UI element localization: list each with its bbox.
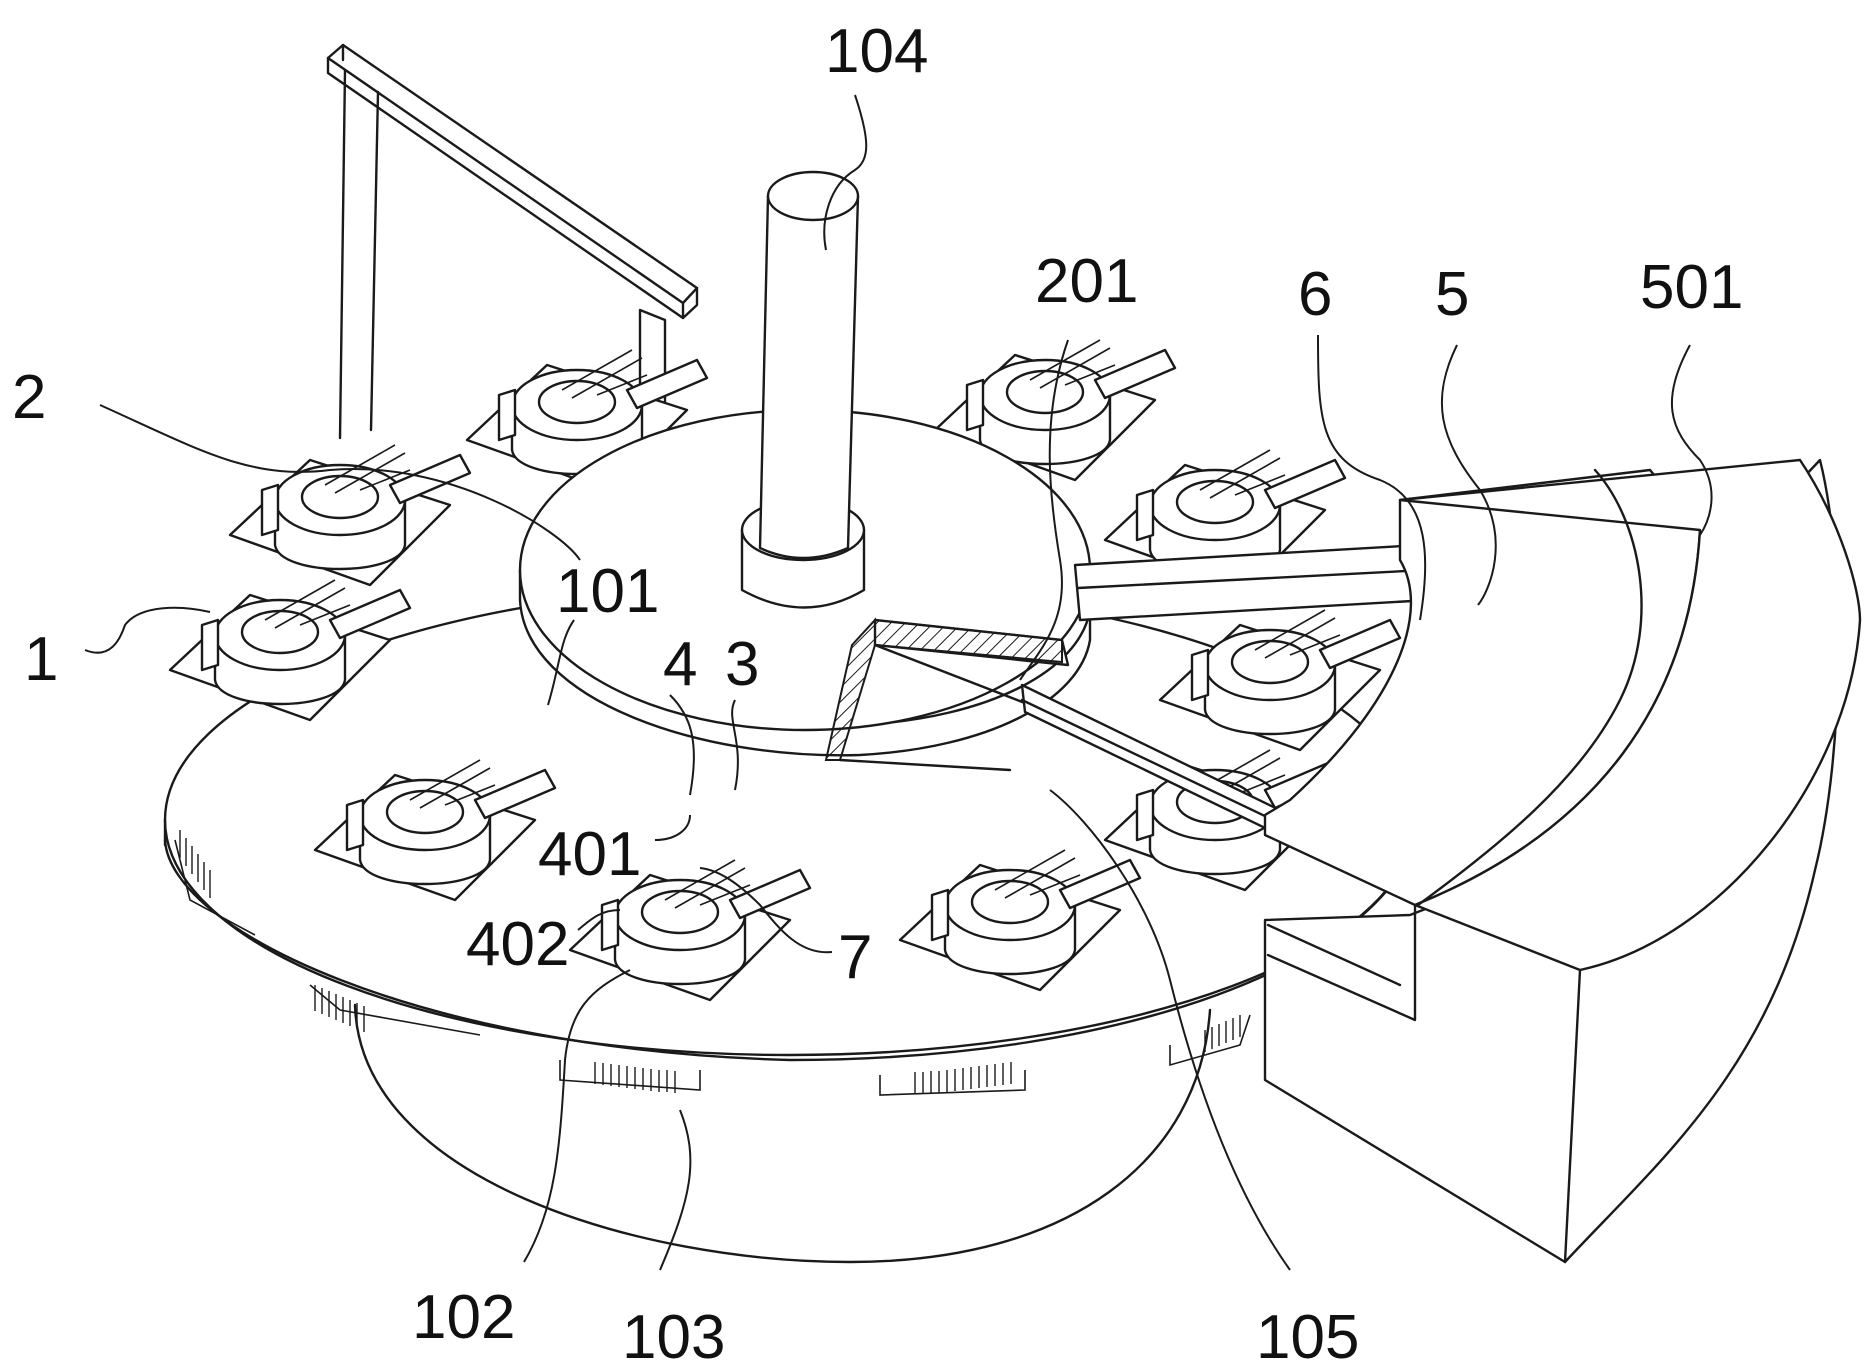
holder-tab	[930, 888, 950, 942]
holder-bore	[1005, 369, 1085, 415]
holder-bore	[1175, 479, 1255, 525]
holder-bore	[240, 609, 320, 655]
leader-103	[659, 1109, 692, 1271]
label-201: 201	[1035, 247, 1138, 316]
label-102: 102	[412, 1283, 515, 1352]
label-101: 101	[556, 557, 659, 626]
actuator-cylinder	[1058, 858, 1142, 910]
leader-5	[1440, 344, 1497, 606]
leader-1	[84, 606, 211, 654]
actuator-cylinder	[473, 768, 557, 820]
leader-3	[731, 699, 739, 791]
clamp-arms	[994, 849, 1081, 899]
leader-102	[523, 969, 631, 1263]
holder-bore	[640, 889, 720, 935]
leader-7	[699, 867, 833, 954]
leader-4	[669, 694, 695, 796]
label-501: 501	[1640, 253, 1743, 322]
reference-labels: 104 2 201 6 5 501 1 101 4 3 401 402 7 10…	[12, 17, 1743, 1365]
station	[898, 849, 1142, 992]
label-402: 402	[466, 910, 569, 979]
leader-501	[1670, 344, 1713, 536]
holder-tab	[345, 798, 365, 852]
leader-201	[1019, 339, 1069, 681]
holder-tab	[260, 483, 280, 537]
leader-105	[1049, 789, 1291, 1271]
leader-402	[577, 909, 621, 931]
label-6: 6	[1298, 260, 1332, 329]
holder-tab	[1135, 788, 1155, 842]
leader-6	[1317, 334, 1427, 621]
label-401: 401	[538, 820, 641, 889]
actuator-cylinder	[1093, 348, 1177, 400]
actuator-cylinder	[328, 588, 412, 640]
clamp-arms	[264, 579, 351, 629]
gear-segments	[174, 830, 1251, 1096]
clamp-arms	[409, 759, 496, 809]
actuator-cylinder	[1318, 618, 1402, 670]
gear-teeth	[179, 830, 1241, 1094]
station	[168, 579, 412, 722]
actuator-cylinder	[1263, 458, 1347, 510]
label-3: 3	[725, 630, 759, 699]
station	[313, 759, 557, 902]
label-103: 103	[622, 1303, 725, 1365]
label-5: 5	[1435, 260, 1469, 329]
station	[228, 444, 472, 587]
holder-tab	[1190, 648, 1210, 702]
leader-2	[99, 404, 581, 561]
label-2: 2	[12, 363, 46, 432]
station	[568, 859, 812, 1002]
holder-tab	[200, 618, 220, 672]
clamp-arms	[1199, 449, 1286, 499]
holder-tab	[600, 898, 620, 952]
leader-401	[654, 814, 691, 841]
leader-101	[547, 619, 575, 706]
clamp-arms	[561, 349, 648, 399]
label-7: 7	[838, 923, 872, 992]
clamp-arms	[1254, 609, 1341, 659]
holder-bore	[537, 379, 617, 425]
central-column	[740, 170, 866, 609]
holder-bore	[300, 474, 380, 520]
label-1: 1	[24, 625, 58, 694]
holder-bore	[1230, 639, 1310, 685]
clamp-arms	[1029, 339, 1116, 389]
station	[1158, 609, 1402, 752]
label-105: 105	[1256, 1303, 1359, 1365]
label-4: 4	[663, 630, 697, 699]
holder-tab	[965, 378, 985, 432]
holder-bore	[385, 789, 465, 835]
arc-housing	[1263, 458, 1862, 1264]
actuator-cylinder	[625, 358, 709, 410]
label-104: 104	[825, 17, 928, 86]
leader-104	[823, 94, 868, 251]
leader-lines	[84, 94, 1713, 1271]
lower-skirt	[353, 1003, 1212, 1264]
holder-bore	[970, 879, 1050, 925]
actuator-cylinder	[728, 868, 812, 920]
holder-tab	[1135, 488, 1155, 542]
stations	[168, 339, 1402, 1002]
holder-tab	[497, 388, 517, 442]
